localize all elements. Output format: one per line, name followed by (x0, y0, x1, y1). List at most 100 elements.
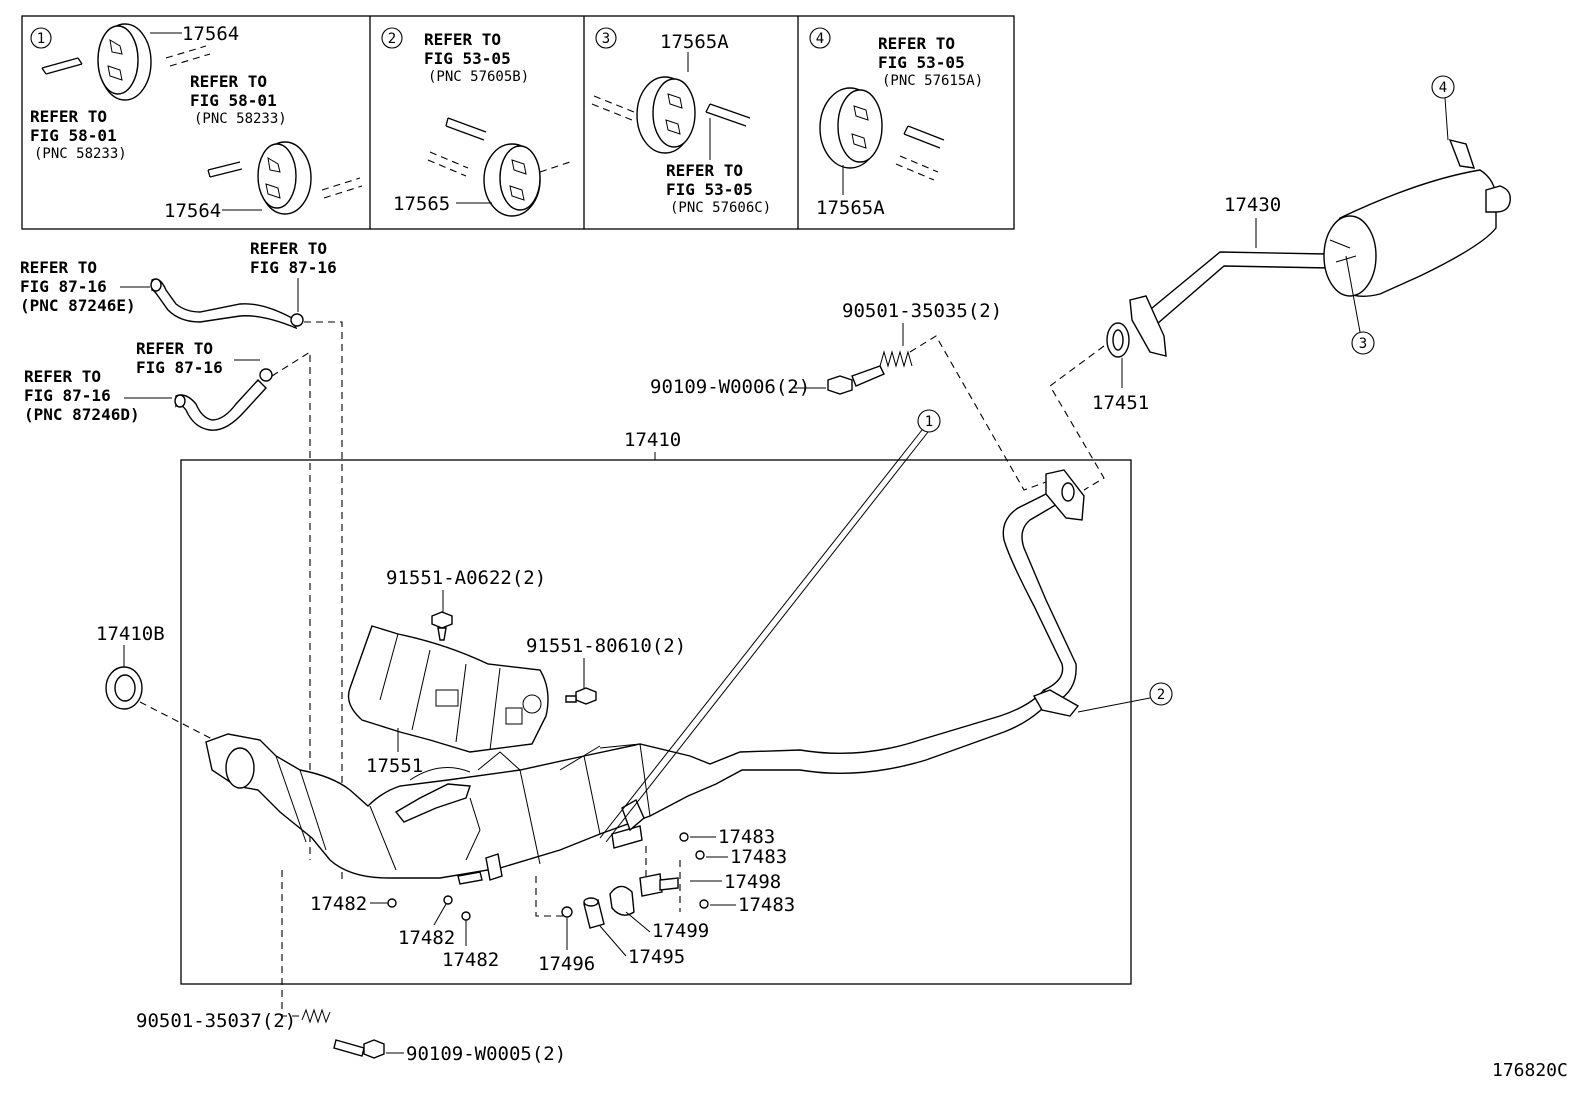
inset-number: 3 (602, 31, 610, 47)
hanger-rod (445, 117, 487, 141)
refer-text: REFER TO (190, 72, 267, 91)
hose-upper: REFER TO FIG 87-16 (PNC 87246E) REFER TO… (20, 239, 337, 330)
leader-line (1444, 97, 1449, 141)
routing-line (1049, 345, 1105, 491)
hanger-rod (903, 125, 945, 149)
fitting-17495: 17495 (583, 897, 685, 968)
part-number: 17551 (366, 755, 423, 777)
routing-line (271, 351, 311, 860)
callout-number: 3 (1359, 336, 1367, 352)
assembly-frame (180, 459, 1132, 985)
part-number: 17483 (738, 894, 795, 916)
refer-text: FIG 87-16 (24, 386, 111, 405)
refer-text: FIG 87-16 (250, 258, 337, 277)
rubber-hanger (483, 143, 571, 217)
leader-line (599, 429, 923, 839)
refer-text: REFER TO (136, 339, 213, 358)
callout-4 (1431, 75, 1455, 99)
callout-3 (1351, 331, 1375, 355)
bolt-91551-A0622: 91551-A0622(2) (386, 567, 546, 641)
rubber-hanger-bottom (257, 141, 312, 215)
hanger-rod (321, 177, 363, 199)
rubber-hanger-top (97, 23, 152, 101)
figure-id: 176820C (1492, 1060, 1568, 1081)
refer-text: REFER TO (250, 239, 327, 258)
routing-line (139, 701, 215, 741)
inset-1: 1 17564 REFER TO FIG 58-01 (PNC 58233) R… (30, 23, 363, 222)
refer-text: FIG 87-16 (136, 358, 223, 377)
part-number: 90501-35035(2) (842, 300, 1002, 322)
clip-17496: 17496 (538, 906, 595, 975)
refer-pnc: (PNC 57605B) (428, 69, 529, 85)
inset-panels (21, 15, 1015, 230)
refer-pnc: (PNC 57615A) (882, 73, 983, 89)
inset-number-circle (381, 27, 403, 49)
inset-frame (21, 15, 1015, 230)
routing-line (535, 876, 566, 917)
assembly-17410: 17410 (180, 429, 1132, 985)
gasket-17451: 17451 (1049, 322, 1149, 491)
part-number: 17483 (718, 826, 775, 848)
inset-number-circle (30, 27, 52, 49)
inset-number: 2 (388, 31, 396, 47)
part-number: 17495 (628, 946, 685, 968)
callout-number: 4 (1439, 80, 1447, 96)
hose-end (150, 278, 162, 292)
refer-text: FIG 58-01 (30, 126, 117, 145)
part-number: 17564 (164, 200, 221, 222)
refer-text: FIG 58-01 (190, 91, 277, 110)
routing-line (645, 846, 681, 912)
inset-number-circle (595, 27, 617, 49)
refer-pnc: (PNC 58233) (194, 111, 287, 127)
part-number: 17565A (816, 197, 885, 219)
refer-pnc: (PNC 57606C) (670, 200, 771, 216)
part-number: 17564 (182, 23, 239, 45)
refer-text: FIG 53-05 (666, 180, 753, 199)
refer-text: REFER TO (878, 34, 955, 53)
routing-line (909, 335, 1047, 491)
gasket-17499: 17499 (609, 885, 709, 942)
hanger-rod (705, 103, 751, 127)
rubber-hanger (636, 76, 696, 154)
refer-text: REFER TO (424, 30, 501, 49)
refer-text: FIG 53-05 (424, 49, 511, 68)
part-number: 90501-35037(2) (136, 1010, 296, 1032)
part-number: 17451 (1092, 392, 1149, 414)
spring (879, 350, 913, 368)
part-number: 17499 (652, 920, 709, 942)
inset-number: 1 (37, 31, 45, 47)
hanger-rod (207, 161, 243, 178)
part-number: 17565 (393, 193, 450, 215)
hanger-rod (895, 155, 939, 181)
inset-number: 4 (816, 31, 824, 47)
leader-line (599, 925, 627, 957)
hanger-rod (591, 95, 635, 121)
part-number: 90109-W0005(2) (406, 1043, 566, 1065)
callout-1: 1 (599, 409, 941, 843)
valve-17498: 17498 (639, 871, 781, 897)
inset-4: 4 REFER TO FIG 53-05 (PNC 57615A) 17565A (809, 27, 983, 219)
gasket-17410B: 17410B (96, 623, 215, 741)
hose-lower: REFER TO FIG 87-16 REFER TO FIG 87-16 (P… (24, 339, 273, 431)
callout-2: 2 (1077, 682, 1173, 713)
callout-number: 2 (1157, 687, 1165, 703)
spring (301, 1008, 331, 1024)
spring-bolt-top: 90501-35035(2) 90109-W0006(2) (650, 300, 1047, 491)
oxygen-sensor (457, 853, 503, 885)
refer-text: REFER TO (24, 367, 101, 386)
rubber-hanger (819, 87, 883, 169)
part-number: 17483 (730, 846, 787, 868)
part-number: 90109-W0006(2) (650, 376, 810, 398)
part-number: 17410B (96, 623, 165, 645)
refer-pnc: (PNC 58233) (34, 146, 127, 162)
hose-clip (259, 368, 273, 382)
callout-number: 1 (925, 414, 933, 430)
part-number: 17410 (624, 429, 681, 451)
leader-line (605, 431, 929, 843)
heat-insulator-17551: 17551 (347, 625, 549, 777)
part-number: 17482 (398, 927, 455, 949)
hanger-rod (41, 57, 83, 75)
leader-line (433, 903, 447, 926)
front-pipe-converter (205, 469, 1085, 879)
refer-text: FIG 53-05 (878, 53, 965, 72)
